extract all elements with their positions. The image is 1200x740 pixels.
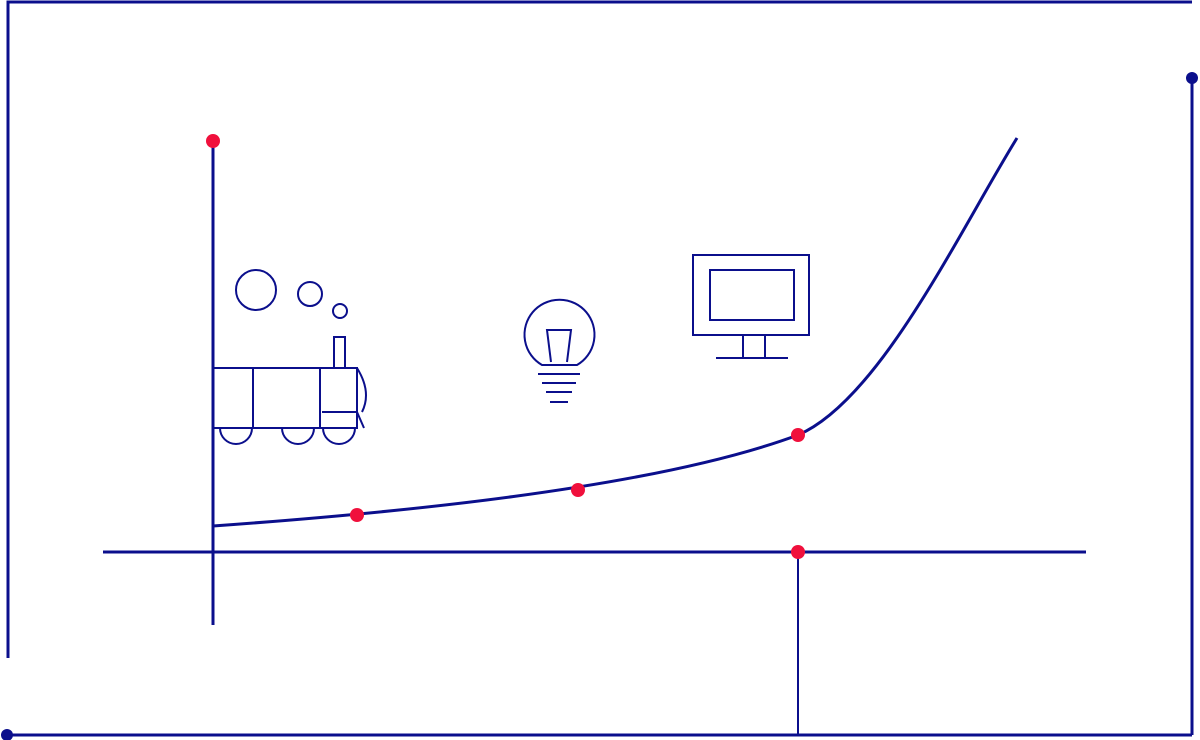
axis-top-marker — [206, 134, 220, 148]
markers — [206, 134, 805, 559]
growth-curve — [212, 137, 1019, 528]
curve-marker-1 — [350, 508, 364, 522]
curve-marker-3 — [791, 428, 805, 442]
curve-marker-2 — [571, 483, 585, 497]
light-bulb-icon — [523, 298, 596, 403]
frame-dot-bottom-left — [1, 729, 13, 740]
frame-dot-top-right — [1186, 72, 1198, 84]
computer-monitor-icon — [692, 254, 810, 359]
steam-locomotive-icon — [213, 269, 367, 445]
x-axis-marker — [791, 545, 805, 559]
axes — [103, 140, 1086, 735]
frame-top-left-line — [6, 0, 1192, 658]
